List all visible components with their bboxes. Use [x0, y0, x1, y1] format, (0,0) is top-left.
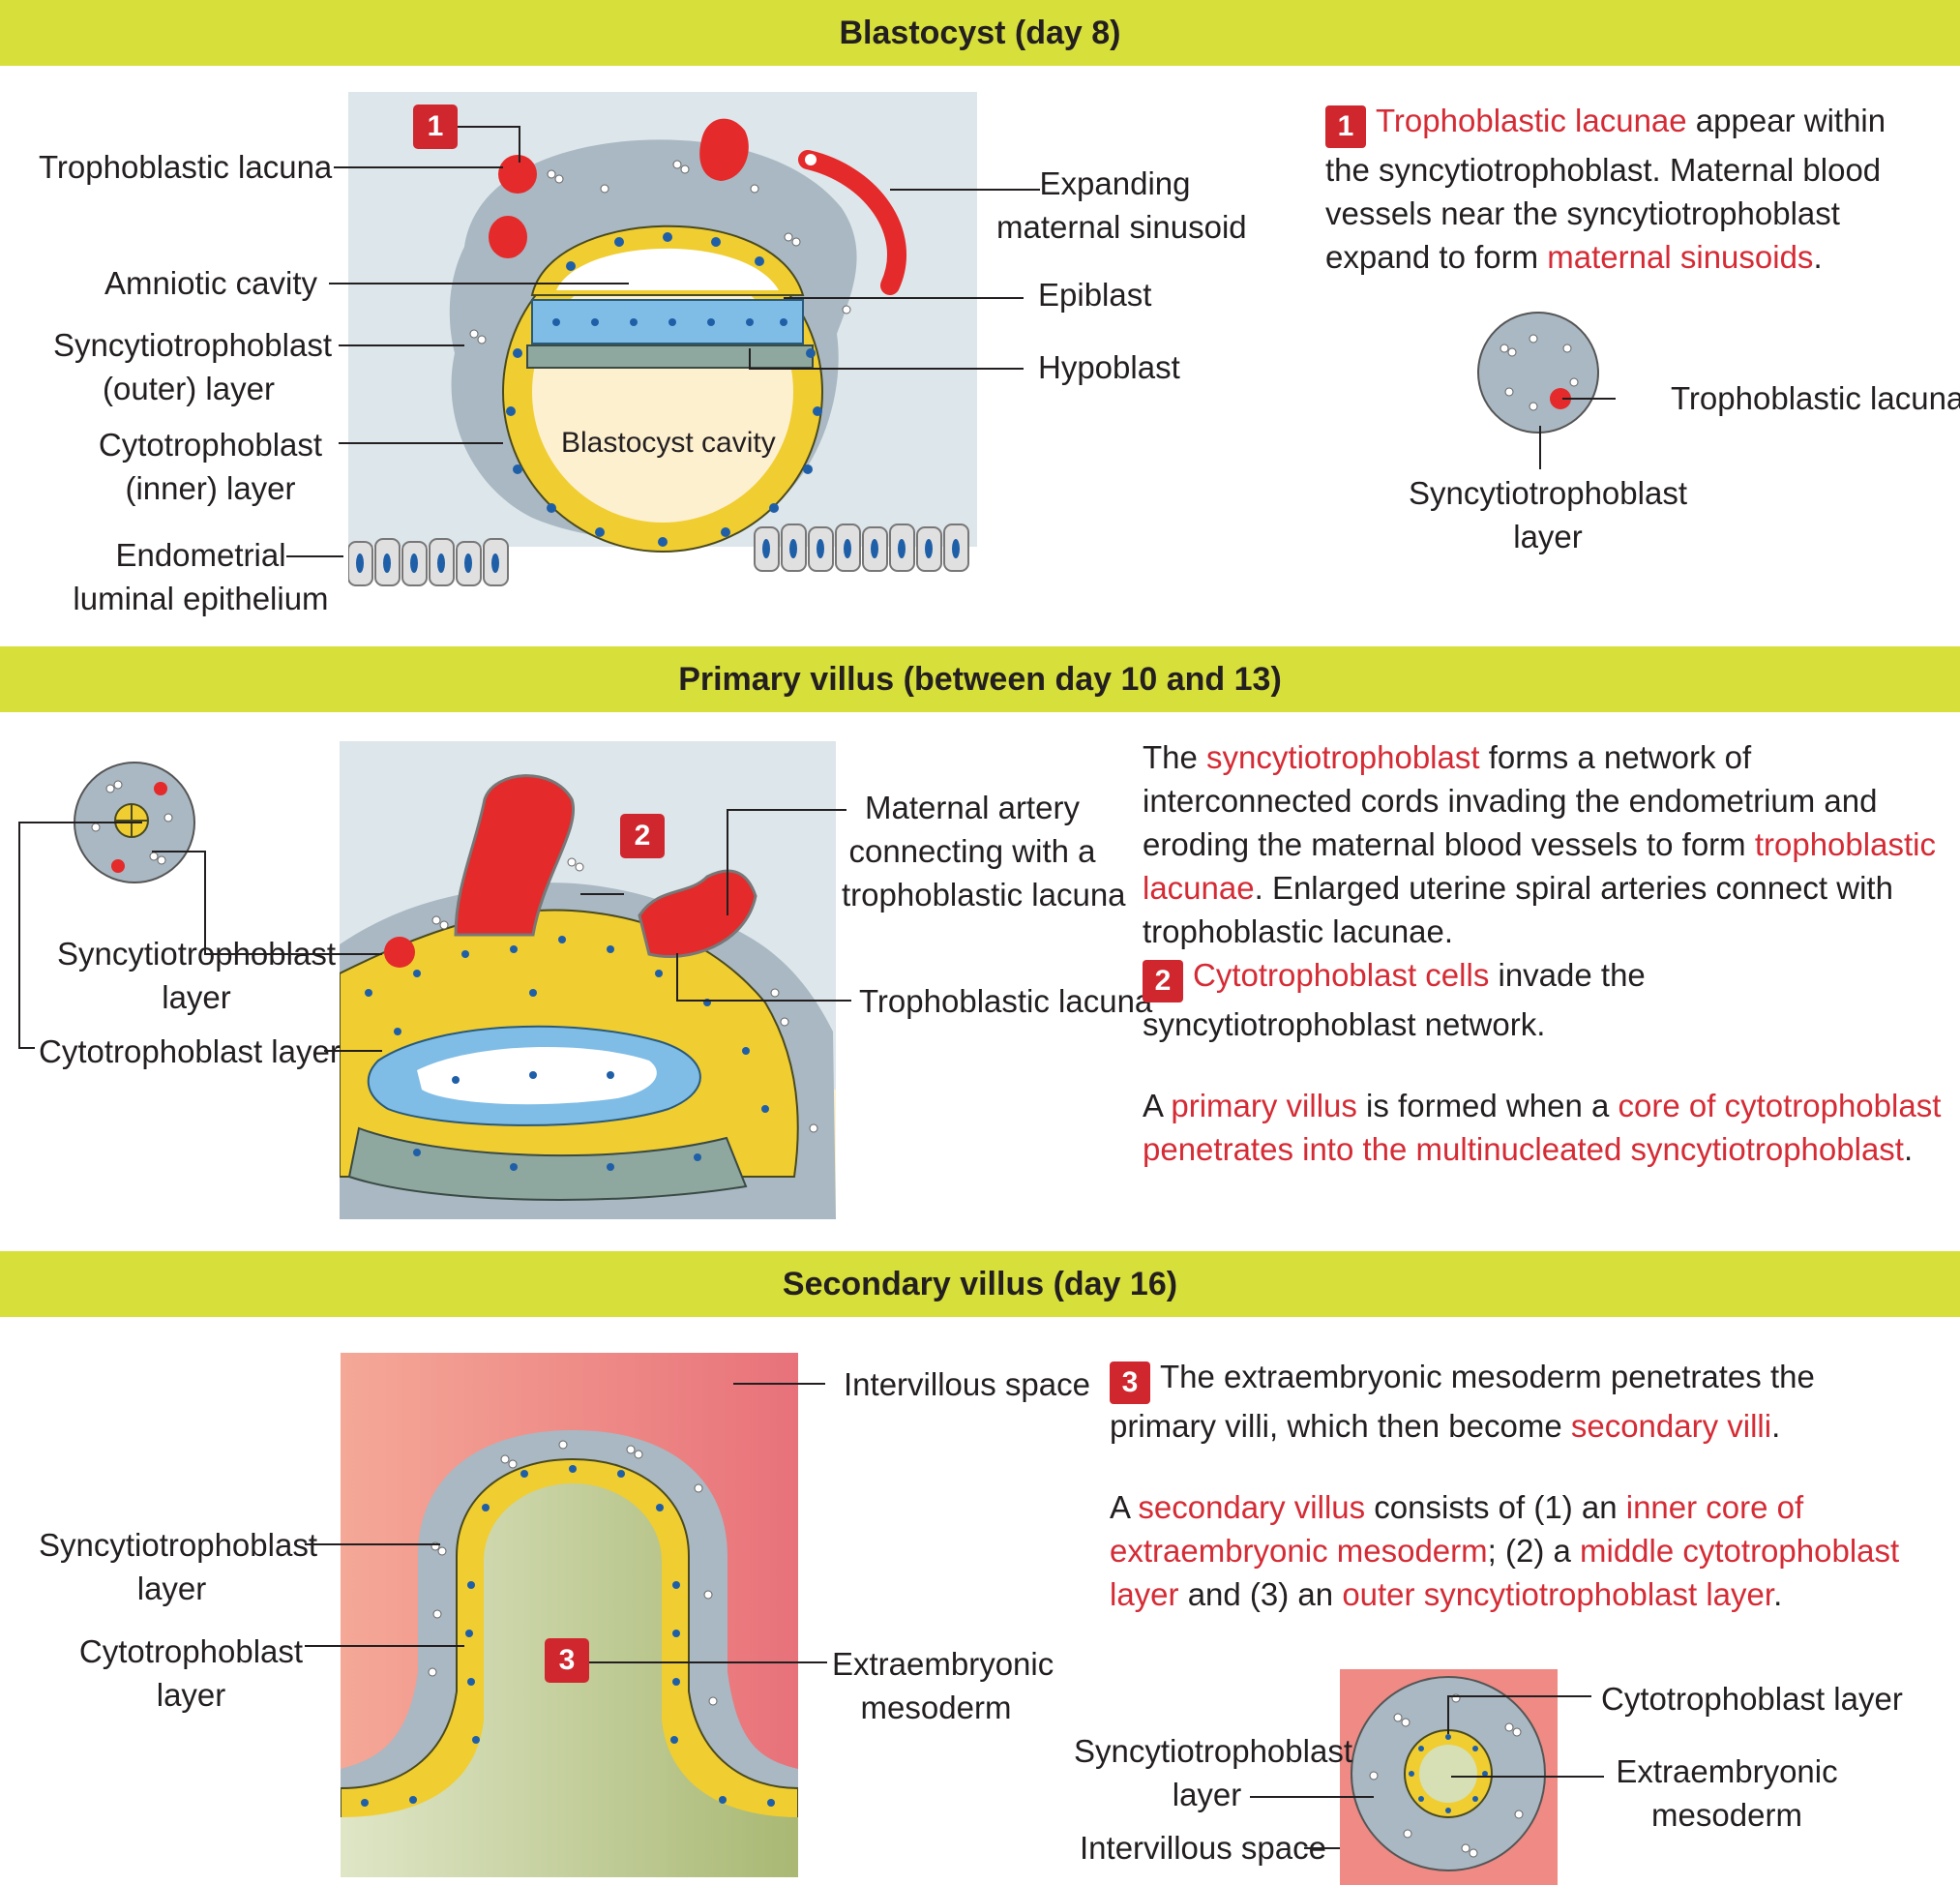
label-hypoblast: Hypoblast [1038, 349, 1180, 385]
inset-label-syncytiotrophoblast: Syncytiotrophoblast layer [1074, 1733, 1352, 1812]
section-header-primary-villus: Primary villus (between day 10 and 13) [0, 646, 1960, 712]
label-intervillous-space: Intervillous space [844, 1366, 1090, 1402]
label-primary-cytotrophoblast: Cytotrophoblast layer [39, 1033, 341, 1069]
label-maternal-artery: Maternal artery connecting with a tropho… [842, 790, 1126, 913]
label-endometrial-epithelium: Endometrial luminal epithelium [73, 537, 329, 616]
label-syncytiotrophoblast-outer: Syncytiotrophoblast (outer) layer [53, 327, 332, 406]
inset-label-syncytiotrophoblast: Syncytiotrophoblast layer [1409, 475, 1687, 554]
section-title: Secondary villus (day 16) [782, 1266, 1178, 1302]
label-primary-trophoblastic-lacuna: Trophoblastic lacuna [859, 983, 1153, 1019]
label-cytotrophoblast-inner: Cytotrophoblast (inner) layer [98, 427, 323, 506]
primary-villus-illustration [340, 741, 836, 1219]
label-epiblast: Epiblast [1038, 277, 1152, 313]
label-trophoblastic-lacuna: Trophoblastic lacuna [39, 149, 333, 185]
inset-label-intervillous-space: Intervillous space [1080, 1830, 1326, 1866]
blastocyst-inset-diagram [1477, 312, 1599, 434]
primary-paragraph-1: The syncytiotrophoblast forms a network … [1143, 739, 1936, 949]
label-secondary-syncytiotrophoblast: Syncytiotrophoblast layer [39, 1527, 317, 1606]
blastocyst-illustration [348, 92, 977, 586]
secondary-villus-illustration [341, 1353, 798, 1877]
inset-label-cytotrophoblast: Cytotrophoblast layer [1601, 1681, 1903, 1717]
inset-label-trophoblastic-lacuna: Trophoblastic lacuna [1671, 380, 1960, 416]
step-badge-2: 2 [620, 814, 665, 858]
label-primary-syncytiotrophoblast: Syncytiotrophoblast layer [57, 936, 336, 1015]
step-badge-1: 1 [413, 105, 458, 149]
step-badge-3-text: 3 [1110, 1361, 1150, 1404]
section-title: Blastocyst (day 8) [839, 15, 1121, 51]
secondary-inset-diagram [1340, 1669, 1558, 1885]
step-badge-3: 3 [545, 1638, 589, 1683]
section-header-blastocyst: Blastocyst (day 8) [0, 0, 1960, 66]
section-header-secondary-villus: Secondary villus (day 16) [0, 1251, 1960, 1317]
inset-label-extraembryonic-mesoderm: Extraembryonic mesoderm [1616, 1753, 1838, 1833]
blastocyst-cavity-label: Blastocyst cavity [561, 427, 776, 459]
label-amniotic-cavity: Amniotic cavity [104, 265, 317, 301]
primary-inset-diagram [74, 762, 195, 883]
step-badge-2-text: 2 [1143, 960, 1183, 1002]
primary-paragraph-3: A primary villus is formed when a core o… [1143, 1088, 1942, 1167]
section-title: Primary villus (between day 10 and 13) [678, 661, 1282, 698]
label-extraembryonic-mesoderm: Extraembryonic mesoderm [832, 1646, 1054, 1725]
secondary-paragraph-2: A secondary villus consists of (1) an in… [1110, 1489, 1900, 1612]
label-expanding-maternal-sinusoid: Expanding maternal sinusoid [996, 165, 1247, 245]
label-secondary-cytotrophoblast: Cytotrophoblast layer [78, 1633, 304, 1713]
step-badge-1-text: 1 [1325, 105, 1366, 148]
